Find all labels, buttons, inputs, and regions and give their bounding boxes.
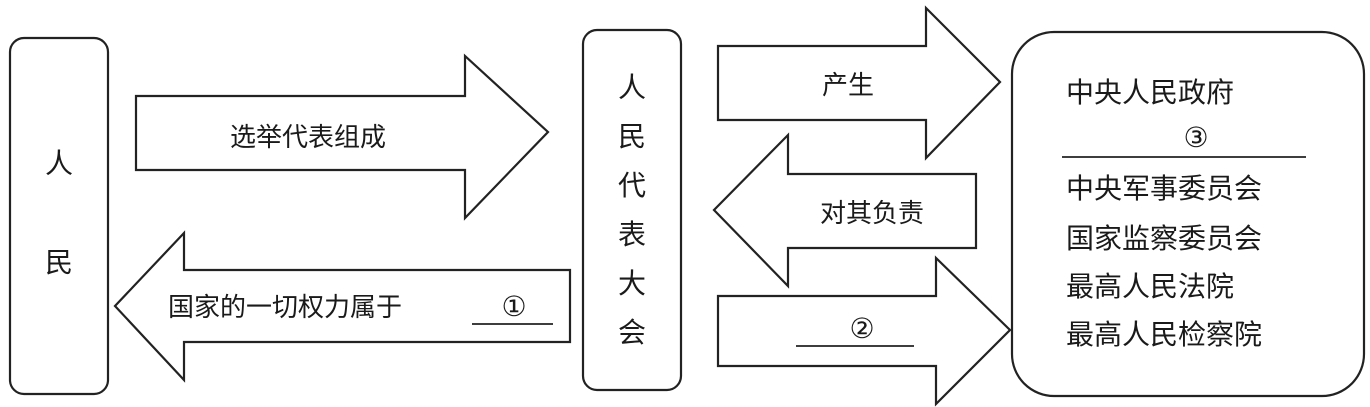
state-central-government: 中央人民政府 — [1066, 76, 1234, 109]
state-item: 中央军事委员会 — [1066, 172, 1262, 205]
npc-char-4: 表 — [618, 218, 646, 251]
npc-char-3: 代 — [618, 169, 646, 202]
people-box — [8, 36, 110, 396]
arrow-elect-label: 选举代表组成 — [230, 123, 386, 153]
arrow-produce — [716, 5, 1002, 161]
state-item: 国家监察委员会 — [1066, 222, 1262, 255]
arrow-produce-label: 产生 — [822, 71, 874, 101]
state-organs-box — [1010, 30, 1366, 398]
arrow-responsible — [712, 132, 978, 289]
npc-char-5: 大 — [618, 267, 646, 300]
blank-3-marker: ③ — [1183, 121, 1208, 154]
arrow-responsible-label: 对其负责 — [820, 199, 924, 229]
state-item: 最高人民法院 — [1066, 270, 1234, 303]
blank-2-marker: ② — [849, 312, 874, 345]
npc-box — [581, 28, 683, 392]
npc-char-1: 人 — [618, 71, 646, 104]
arrow-blank-2 — [716, 255, 1012, 407]
people-char-2: 民 — [45, 246, 73, 279]
arrow-elect — [134, 53, 550, 221]
npc-char-2: 民 — [618, 120, 646, 153]
arrow-power — [113, 230, 572, 383]
arrow-power-label: 国家的一切权力属于 — [168, 293, 402, 323]
npc-char-6: 会 — [618, 316, 646, 349]
blank-1-marker: ① — [501, 290, 526, 323]
state-item: 最高人民检察院 — [1066, 318, 1262, 351]
people-char-1: 人 — [45, 147, 73, 180]
